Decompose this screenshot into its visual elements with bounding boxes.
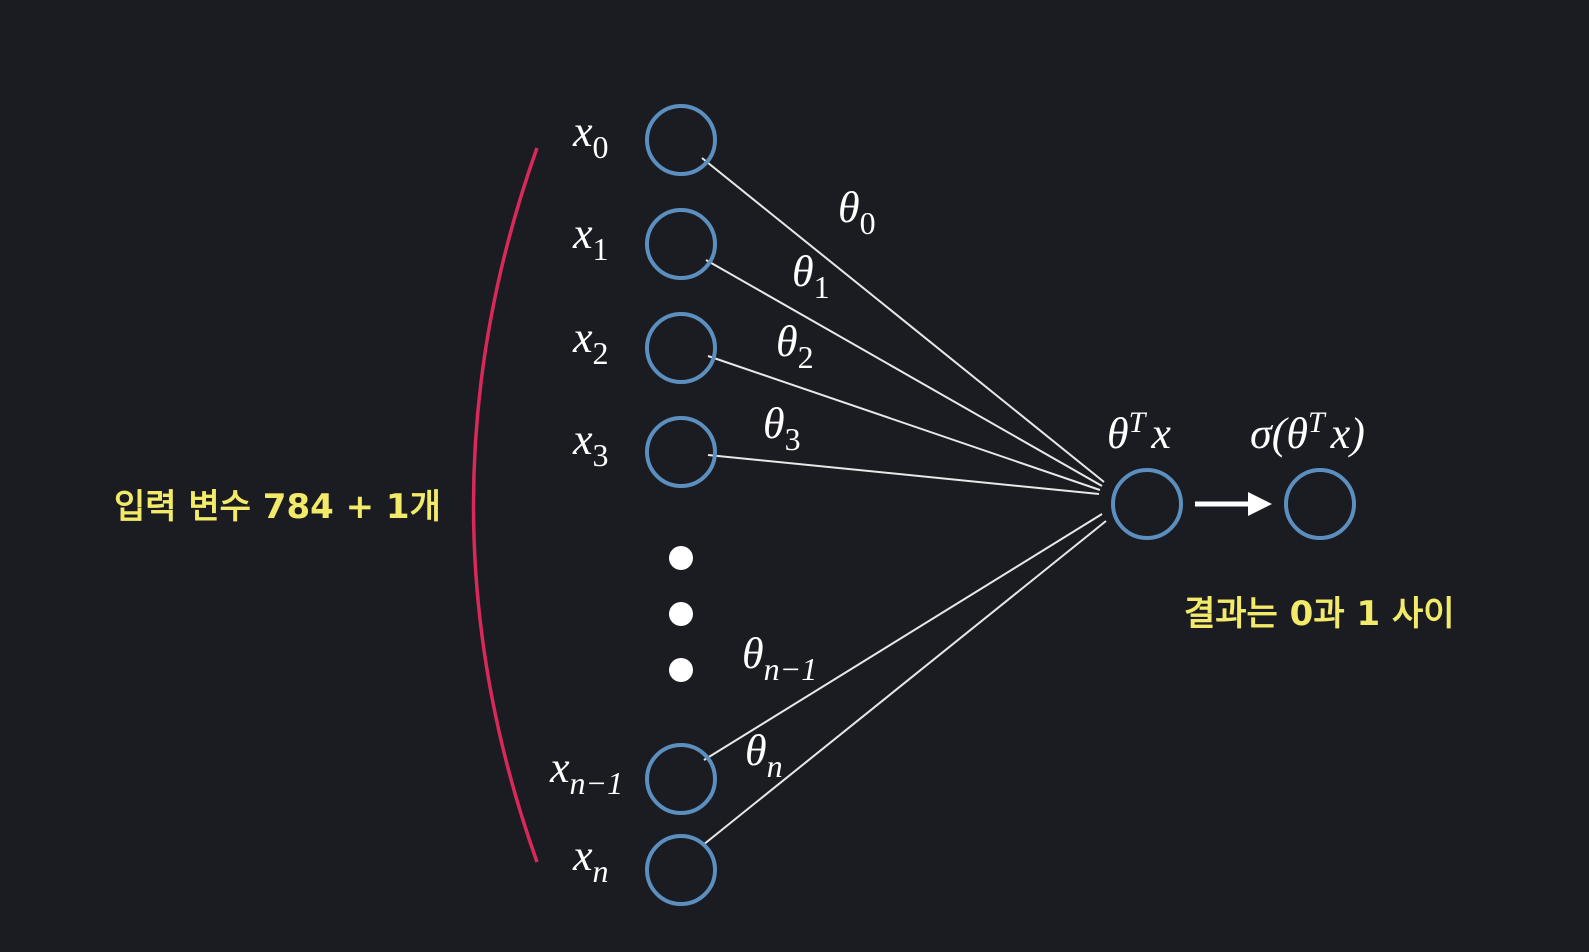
weight-label-3: θ3 [763, 399, 801, 457]
input-label-2: x2 [572, 313, 609, 371]
edge-n-1 [703, 513, 1103, 761]
input-count-note: 입력 변수 784 + 1개 [114, 487, 441, 527]
sum-node [1111, 468, 1183, 540]
weight-label-0: θ0 [838, 183, 876, 241]
input-node-3 [645, 416, 717, 488]
weight-label-2: θ2 [776, 317, 814, 375]
weight-labels: θ0 θ1 θ2 θ3 θn−1 θn [742, 183, 876, 784]
input-bracket [471, 147, 539, 863]
edge-n [702, 520, 1107, 846]
arrow-to-output [1195, 492, 1272, 516]
input-nodes [645, 104, 717, 906]
output-node [1284, 468, 1356, 540]
input-label-3: x3 [572, 415, 609, 473]
edge-1 [705, 259, 1103, 487]
input-node-n [645, 834, 717, 906]
input-node-n-1 [645, 743, 717, 815]
input-node-0 [645, 104, 717, 176]
weight-label-1: θ1 [792, 247, 830, 305]
weight-label-n-1: θn−1 [742, 629, 817, 687]
input-label-n: xn [572, 831, 609, 889]
edge-3 [707, 454, 1100, 495]
input-label-1: x1 [572, 209, 609, 267]
output-range-note: 결과는 0과 1 사이 [1184, 594, 1455, 634]
input-node-2 [645, 312, 717, 384]
input-labels: x0 x1 x2 x3 xn−1 xn [549, 107, 623, 889]
edge-2 [707, 355, 1101, 491]
ellipsis-dot-1 [669, 546, 693, 570]
ellipsis-dot-2 [669, 602, 693, 626]
input-label-n-1: xn−1 [549, 743, 623, 801]
input-label-0: x0 [572, 107, 609, 165]
edge-0 [701, 157, 1105, 483]
input-node-1 [645, 208, 717, 280]
ellipsis-dots [669, 546, 693, 682]
ellipsis-dot-3 [669, 658, 693, 682]
weight-edges [701, 157, 1107, 846]
weight-label-n: θn [745, 726, 783, 784]
